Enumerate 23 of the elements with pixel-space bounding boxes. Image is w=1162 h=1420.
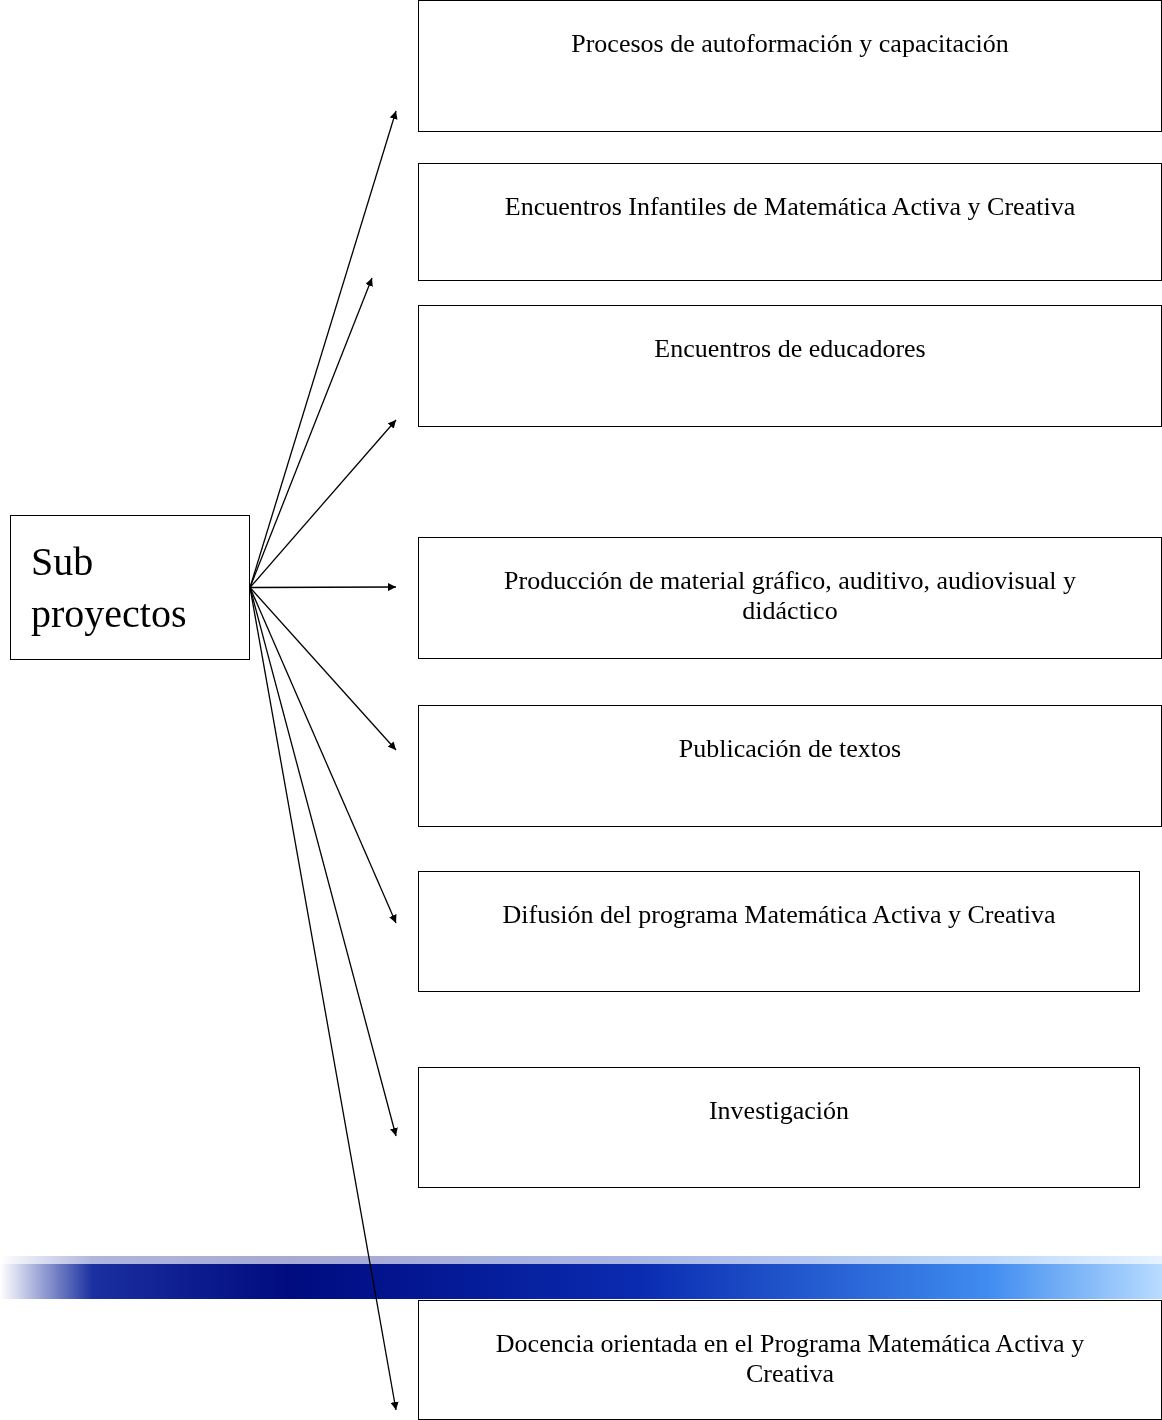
arrow: [249, 583, 397, 592]
box-label: Sub proyectos: [31, 537, 188, 638]
subproject-box: [418, 163, 1162, 281]
box-label: Producción de material gráfico, auditivo, audiovisual y didáctico: [503, 566, 1077, 626]
subproject-box: [418, 871, 1140, 992]
subproject-box: [418, 1300, 1162, 1420]
arrow: [249, 277, 373, 589]
box-label: Encuentros de educadores: [654, 334, 926, 364]
subproject-box: [418, 1067, 1140, 1188]
subproject-box: [418, 537, 1162, 659]
subproject-box: [418, 305, 1162, 427]
box-label: Docencia orientada en el Programa Matemática Activa y Creativa: [494, 1329, 1086, 1389]
box-label: Difusión del programa Matemática Activa y Creativa: [502, 900, 1056, 930]
subproject-box: [418, 0, 1162, 132]
subproject-box: [418, 705, 1162, 827]
arrow: [249, 586, 397, 924]
box-label: Publicación de textos: [678, 734, 902, 764]
root-box: [10, 515, 250, 660]
box-label: Investigación: [708, 1096, 850, 1126]
arrow: [249, 586, 397, 751]
box-label: Encuentros Infantiles de Matemática Activa y Creativa: [504, 192, 1076, 222]
arrow: [249, 419, 397, 589]
box-label: Procesos de autoformación y capacitación: [571, 29, 1009, 59]
